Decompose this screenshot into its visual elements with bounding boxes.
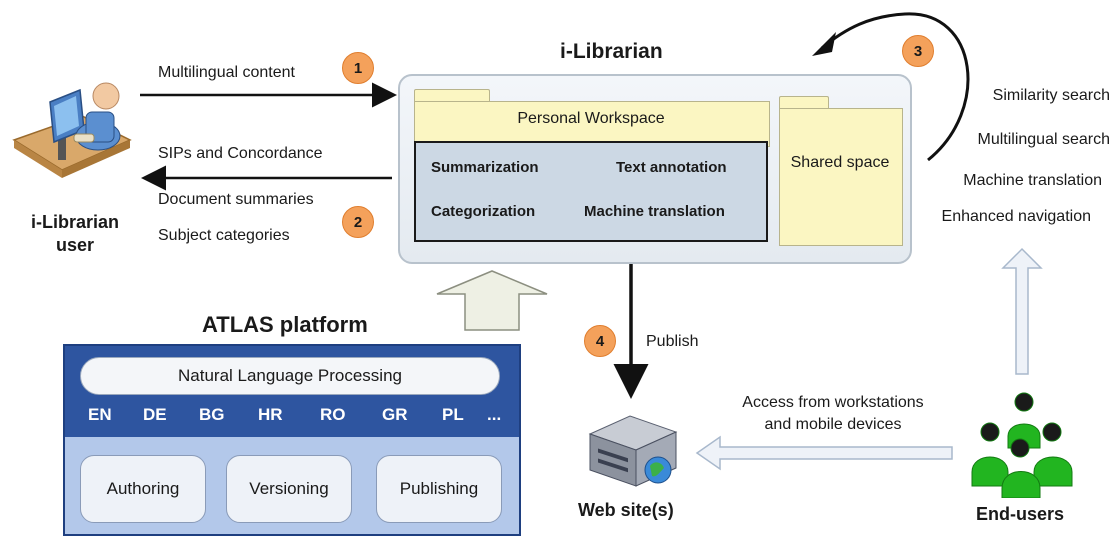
librarian-user-icon <box>12 82 132 178</box>
module-authoring: Authoring <box>80 455 206 523</box>
shared-space-label: Shared space <box>790 154 890 171</box>
step-badge-4: 4 <box>584 325 616 357</box>
end-users-label: End-users <box>976 504 1065 524</box>
atlas-up-arrow <box>436 270 548 331</box>
feature-label: Enhanced navigation <box>941 208 1091 225</box>
personal-workspace-folder <box>414 101 770 147</box>
step-badge-1: 1 <box>342 52 374 84</box>
tools-panel <box>414 141 768 242</box>
feature-label: Machine translation <box>963 172 1102 189</box>
website-label: Web site(s) <box>578 500 674 520</box>
module-publishing: Publishing <box>376 455 502 523</box>
language-label: PL <box>442 405 464 424</box>
web-server-icon <box>588 415 678 487</box>
step-badge-3: 3 <box>902 35 934 67</box>
access-arrow <box>695 435 953 471</box>
end-users-icon <box>971 392 1073 498</box>
language-label: EN <box>88 405 112 424</box>
feature-label: Multilingual search <box>977 131 1110 148</box>
language-label: GR <box>382 405 408 424</box>
tool-summarization: Summarization <box>431 159 539 176</box>
tool-categorization: Categorization <box>431 203 536 220</box>
librarian-user-label: i-Librarian user <box>30 212 119 255</box>
output-flow-label: SIPs and Concordance <box>158 145 323 162</box>
folder-tab <box>414 89 490 104</box>
language-label: DE <box>143 405 167 424</box>
tool-machine-translation: Machine translation <box>584 203 725 220</box>
personal-workspace-label: Personal Workspace <box>517 110 665 127</box>
folder-tab <box>779 96 829 111</box>
step-badge-2: 2 <box>342 206 374 238</box>
system-title: i-Librarian <box>560 40 663 63</box>
shared-space-folder <box>779 108 903 246</box>
enduser-up-arrow <box>1001 247 1043 375</box>
language-label: HR <box>258 405 283 424</box>
language-label: ... <box>487 405 502 424</box>
access-label: Access from workstations and mobile devi… <box>742 394 924 433</box>
module-versioning: Versioning <box>226 455 352 523</box>
language-label: BG <box>199 405 225 424</box>
tool-text-annotation: Text annotation <box>616 159 727 176</box>
output-flow-label: Subject categories <box>158 227 290 244</box>
input-flow-label: Multilingual content <box>158 64 295 81</box>
atlas-title: ATLAS platform <box>202 312 368 337</box>
output-flow-label: Document summaries <box>158 191 314 208</box>
nlp-label: Natural Language Processing <box>80 357 500 395</box>
publish-label: Publish <box>646 333 699 350</box>
feature-label: Similarity search <box>992 87 1110 104</box>
feedback-curve-arrow <box>821 12 970 162</box>
language-label: RO <box>320 405 346 424</box>
